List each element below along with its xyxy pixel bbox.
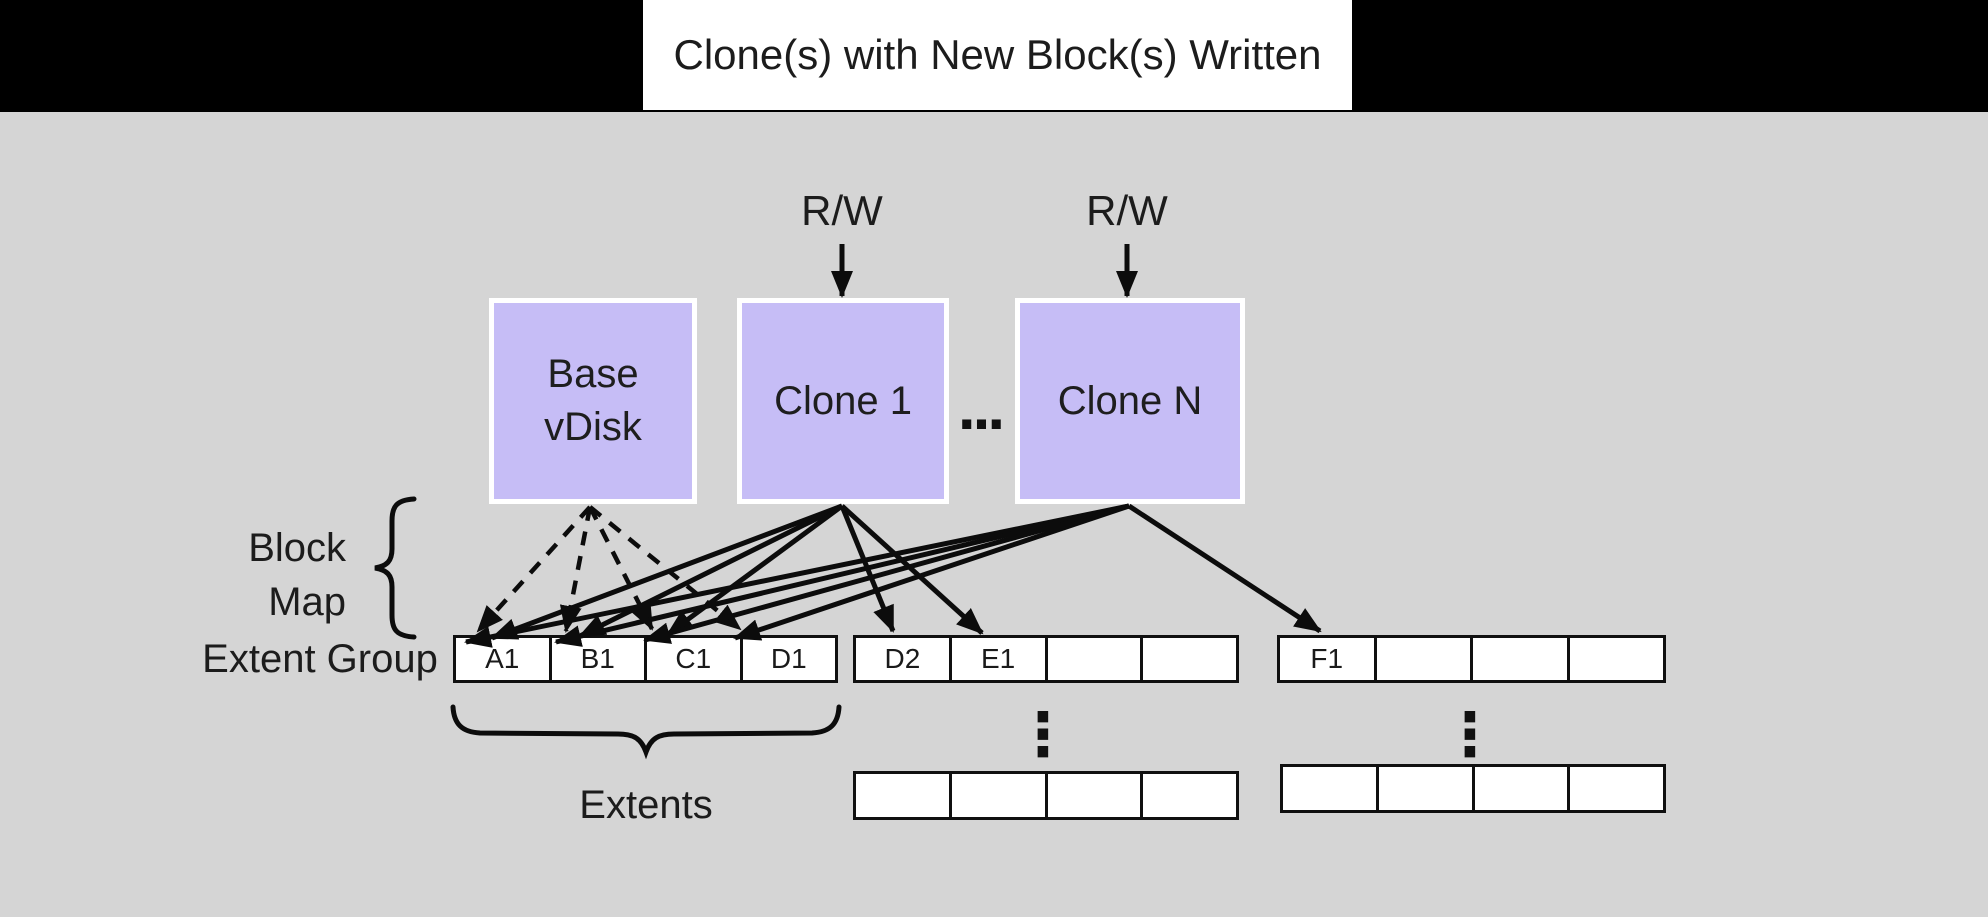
base-vdisk-label-line1: Base <box>547 352 639 396</box>
extent-cell-empty <box>1471 767 1568 810</box>
extent-cell-empty <box>1566 638 1663 680</box>
base-vdisk-label-line2: vDisk <box>544 405 642 449</box>
base-vdisk-node: Base vDisk <box>489 298 697 504</box>
vertical-ellipsis-left: ⋮ <box>1013 700 1073 770</box>
cloneN-arrow-f1 <box>1127 503 1322 634</box>
cloneN-node: Clone N <box>1015 298 1245 504</box>
block-map-label-line2: Map <box>268 580 346 624</box>
cloneN-arrow-d1 <box>733 503 1130 641</box>
base-vdisk-arrow-b1 <box>559 506 593 633</box>
extent-group-row-5 <box>1280 764 1666 813</box>
base-vdisk-arrow-a1 <box>476 505 592 633</box>
cloneN-label: Clone N <box>1057 378 1203 423</box>
block-map-label: Block Map <box>150 521 346 629</box>
vertical-ellipsis-right: ⋮ <box>1440 700 1500 770</box>
extent-cell-empty <box>1470 638 1567 680</box>
extent-group-row-3: F1 <box>1277 635 1666 683</box>
extent-group-row-2: D2 E1 <box>853 635 1239 683</box>
title-card: Clone(s) with New Block(s) Written <box>643 0 1352 110</box>
clone1-arrow-a1 <box>490 503 843 641</box>
rw-label-cloneN: R/W <box>1086 187 1168 234</box>
extents-label: Extents <box>579 783 713 827</box>
base-vdisk-arrow-d1 <box>588 505 742 631</box>
rw-label-clone1: R/W <box>801 187 883 234</box>
extent-cell-d2: D2 <box>856 638 949 680</box>
extent-cell-empty <box>1567 767 1663 810</box>
block-map-label-line1: Block <box>248 526 346 570</box>
extent-cell-a1: A1 <box>456 638 549 680</box>
extent-cell-empty <box>1373 638 1470 680</box>
extent-cell-empty <box>856 774 949 817</box>
extent-cell-b1: B1 <box>548 638 644 680</box>
extent-group-row-4 <box>853 771 1239 820</box>
clone1-label: Clone 1 <box>774 378 912 423</box>
extent-cell-f1: F1 <box>1280 638 1374 680</box>
extent-cell-empty <box>1140 638 1236 680</box>
extent-cell-d1: D1 <box>739 638 835 680</box>
extent-cell-empty <box>1375 767 1472 810</box>
diagram-title: Clone(s) with New Block(s) Written <box>673 31 1322 78</box>
extents-brace <box>450 704 842 760</box>
cloneN-arrow-c1 <box>643 503 1130 644</box>
extent-cell-empty <box>948 774 1045 817</box>
clone1-arrow-b1 <box>578 503 844 639</box>
clones-ellipsis: ... <box>957 371 1005 443</box>
clone1-arrow-d2 <box>839 505 896 633</box>
clone1-arrow-c1 <box>666 503 844 637</box>
extent-cell-empty <box>1140 774 1236 817</box>
extent-group-row-1: A1 B1 C1 D1 <box>453 635 838 683</box>
clone1-node: Clone 1 <box>737 298 949 504</box>
block-map-brace <box>374 496 417 640</box>
clone1-arrow-e1 <box>840 504 984 635</box>
base-vdisk-arrow-c1 <box>587 505 655 631</box>
extent-cell-empty <box>1044 774 1141 817</box>
cloneN-arrow-a1 <box>464 503 1130 648</box>
extent-cell-c1: C1 <box>644 638 740 680</box>
extent-cell-e1: E1 <box>948 638 1045 680</box>
extent-cell-empty <box>1283 767 1376 810</box>
cloneN-arrow-b1 <box>554 503 1130 647</box>
extent-cell-empty <box>1044 638 1141 680</box>
extent-group-label: Extent Group <box>202 637 438 681</box>
